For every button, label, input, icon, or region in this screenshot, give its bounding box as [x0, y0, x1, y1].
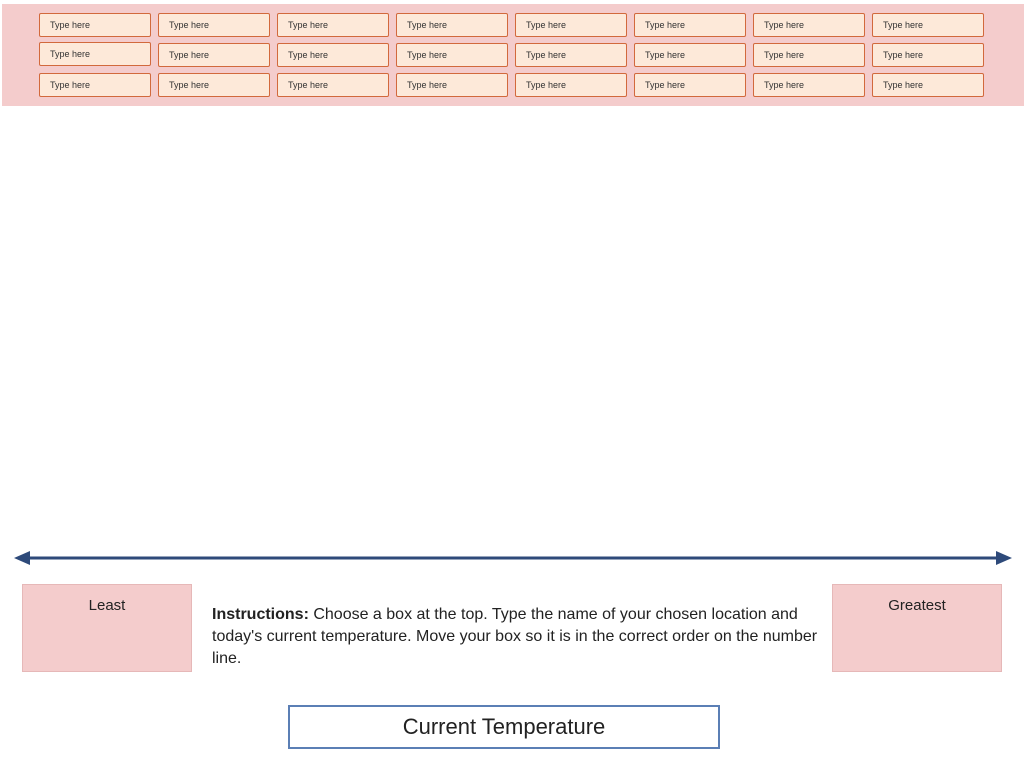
type-here-box[interactable]: Type here [753, 43, 865, 67]
greatest-label: Greatest [888, 597, 946, 614]
type-here-box[interactable]: Type here [872, 43, 984, 67]
type-here-box[interactable]: Type here [277, 43, 389, 67]
type-here-box[interactable]: Type here [872, 13, 984, 37]
draggable-box-strip: Type here Type here Type here Type here … [2, 4, 1024, 106]
type-here-box[interactable]: Type here [872, 73, 984, 97]
current-temperature-title: Current Temperature [288, 705, 720, 749]
type-here-box[interactable]: Type here [753, 73, 865, 97]
type-here-box[interactable]: Type here [753, 13, 865, 37]
type-here-box[interactable]: Type here [39, 13, 151, 37]
instructions-body: Choose a box at the top. Type the name o… [212, 606, 818, 667]
type-here-box[interactable]: Type here [515, 73, 627, 97]
type-here-box[interactable]: Type here [515, 13, 627, 37]
type-here-box[interactable]: Type here [39, 73, 151, 97]
type-here-box[interactable]: Type here [39, 42, 151, 66]
current-temperature-label: Current Temperature [402, 714, 606, 739]
type-here-box[interactable]: Type here [396, 73, 508, 97]
left-arrowhead-icon [14, 551, 30, 565]
type-here-box[interactable]: Type here [396, 13, 508, 37]
least-label: Least [88, 597, 126, 614]
type-here-box[interactable]: Type here [277, 73, 389, 97]
least-label-box: Least [22, 584, 192, 672]
instructions-text: Instructions: Choose a box at the top. T… [212, 604, 822, 670]
type-here-box[interactable]: Type here [634, 13, 746, 37]
type-here-box[interactable]: Type here [158, 73, 270, 97]
type-here-box[interactable]: Type here [158, 43, 270, 67]
type-here-box[interactable]: Type here [634, 43, 746, 67]
number-line [14, 551, 1012, 565]
greatest-label-box: Greatest [832, 584, 1002, 672]
type-here-box[interactable]: Type here [396, 43, 508, 67]
type-here-box[interactable]: Type here [158, 13, 270, 37]
instructions-heading: Instructions: [212, 606, 309, 623]
type-here-box[interactable]: Type here [277, 13, 389, 37]
type-here-box[interactable]: Type here [515, 43, 627, 67]
right-arrowhead-icon [996, 551, 1012, 565]
type-here-box[interactable]: Type here [634, 73, 746, 97]
